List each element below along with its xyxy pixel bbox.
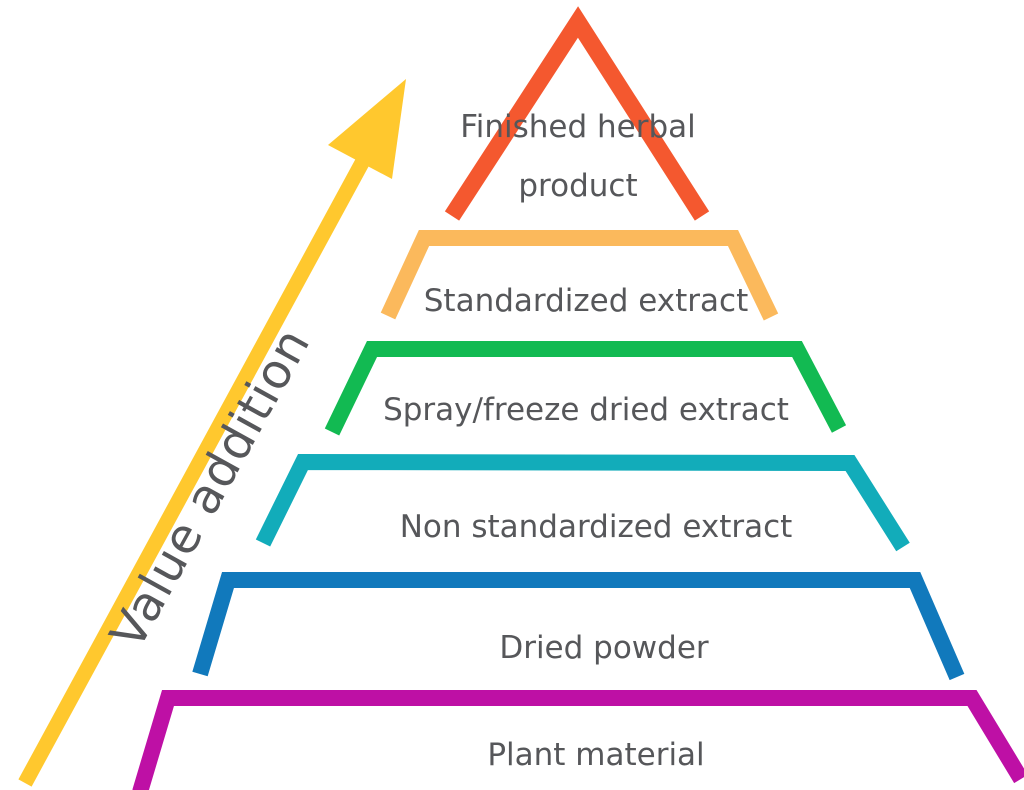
level-2-label: Standardized extract bbox=[424, 283, 749, 319]
pyramid-level-non-standardized-extract: Non standardized extract bbox=[255, 453, 910, 552]
value-addition-arrow: Value addition bbox=[18, 79, 406, 787]
level-4-label: Non standardized extract bbox=[400, 509, 793, 545]
pyramid-level-spray-freeze-dried-extract: Spray/freeze dried extract bbox=[324, 341, 847, 436]
level-6-outline bbox=[132, 690, 1024, 790]
pyramid-level-standardized-extract: Standardized extract bbox=[380, 230, 779, 321]
pyramid-level-dried-powder: Dried powder bbox=[192, 572, 965, 681]
level-2-outline bbox=[380, 230, 779, 321]
level-1-label-line1: Finished herbal bbox=[460, 109, 696, 145]
level-4-outline bbox=[255, 453, 910, 552]
level-3-outline bbox=[324, 341, 847, 436]
level-3-label: Spray/freeze dried extract bbox=[383, 392, 789, 428]
level-1-label-line2: product bbox=[518, 168, 637, 204]
level-1-outline bbox=[444, 6, 710, 221]
pyramid-level-finished-herbal-product: Finished herbal product bbox=[444, 6, 710, 221]
level-5-label: Dried powder bbox=[499, 630, 709, 666]
level-5-outline bbox=[192, 572, 965, 681]
pyramid-level-plant-material: Plant material bbox=[132, 690, 1024, 790]
level-6-label: Plant material bbox=[487, 737, 704, 773]
arrow-head-icon bbox=[328, 79, 406, 179]
arrow-shaft-line bbox=[18, 157, 370, 787]
